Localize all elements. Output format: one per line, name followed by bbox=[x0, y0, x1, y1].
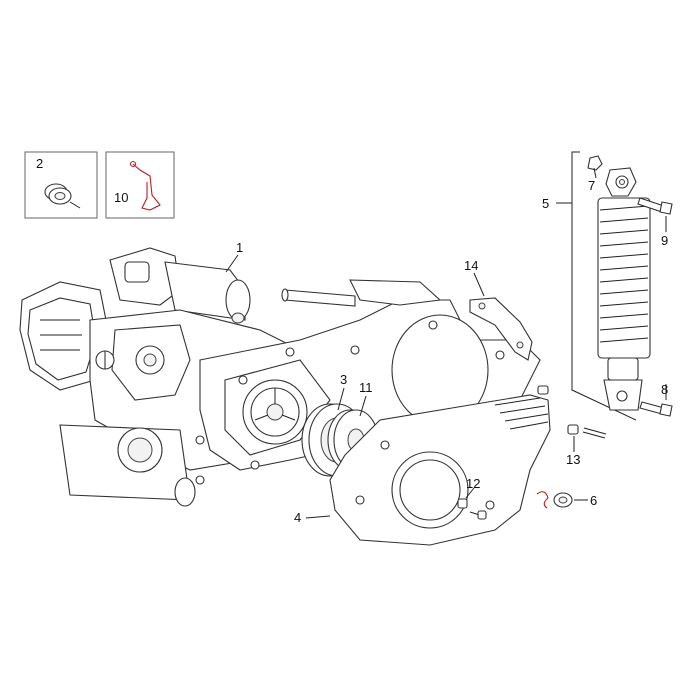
side-cover bbox=[329, 394, 551, 546]
callout-4: 4 bbox=[294, 510, 301, 525]
callout-11: 11 bbox=[359, 380, 373, 395]
callout-1: 1 bbox=[236, 240, 243, 255]
callout-8: 8 bbox=[661, 382, 668, 397]
inset-box-part-10: 10 bbox=[105, 151, 175, 219]
callout-5: 5 bbox=[542, 196, 549, 211]
fasteners bbox=[457, 385, 607, 520]
callout-14: 14 bbox=[464, 258, 478, 273]
callout-2: 2 bbox=[36, 156, 43, 171]
callout-13: 13 bbox=[566, 452, 580, 467]
callout-12: 12 bbox=[466, 476, 480, 491]
engine-assembly bbox=[19, 247, 541, 507]
callout-labels: 1 3 11 4 5 6 7 8 9 12 13 14 bbox=[236, 178, 668, 525]
callout-10: 10 bbox=[114, 190, 128, 205]
callout-7: 7 bbox=[588, 178, 595, 193]
shock-absorber bbox=[571, 151, 673, 421]
bracket-part-14 bbox=[469, 297, 533, 361]
inset-box-part-2: 2 bbox=[24, 151, 98, 219]
callout-9: 9 bbox=[661, 233, 668, 248]
leader-lines bbox=[225, 167, 667, 519]
callout-3: 3 bbox=[340, 372, 347, 387]
callout-6: 6 bbox=[590, 493, 597, 508]
